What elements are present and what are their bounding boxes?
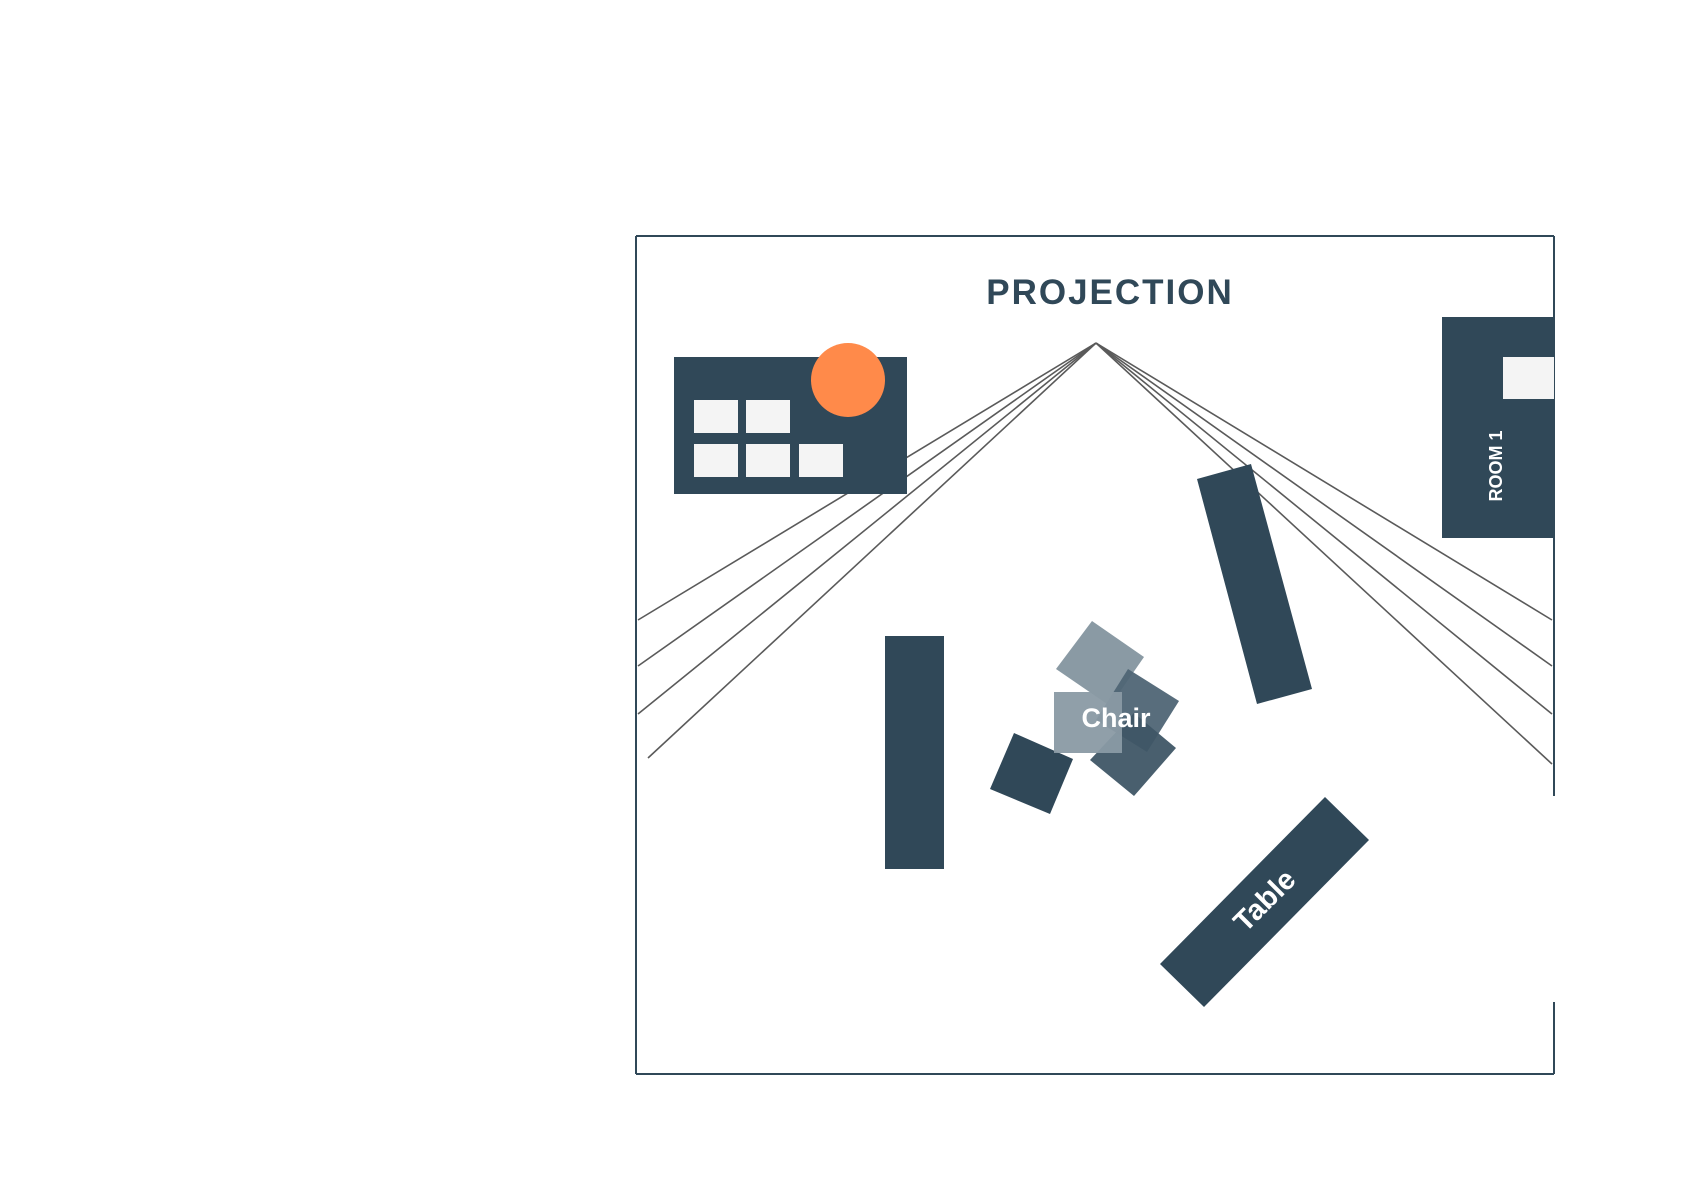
small-tile [990, 733, 1073, 814]
control-panel [674, 343, 907, 494]
room-1-label: ROOM 1 [1486, 430, 1506, 501]
projection-ray [637, 342, 1097, 667]
room-1-block: ROOM 1 [1442, 317, 1554, 538]
projection-ray [1095, 342, 1553, 715]
chair-group: Chair [1054, 621, 1179, 796]
chair-dark-square [1090, 713, 1176, 796]
chair-seat [1054, 692, 1122, 753]
panel-key [694, 400, 738, 433]
room-1-body [1442, 317, 1554, 538]
projection-ray [1095, 342, 1553, 621]
panel-key [746, 400, 790, 433]
projection-ray [1095, 342, 1553, 765]
chair-label: Chair [1081, 703, 1151, 733]
panel-key [694, 444, 738, 477]
projection-title: PROJECTION [986, 273, 1234, 312]
room-1-window [1503, 357, 1554, 399]
panel-key [799, 444, 843, 477]
vertical-table [885, 636, 944, 869]
diagonal-table: Table [1160, 797, 1369, 1007]
projection-ray [637, 342, 1097, 715]
projection-ray [1095, 342, 1553, 667]
projection-ray [647, 342, 1097, 759]
panel-key [746, 444, 790, 477]
angled-table [1197, 464, 1312, 704]
diagonal-table-body [1160, 797, 1369, 1007]
status-dot [811, 343, 885, 417]
